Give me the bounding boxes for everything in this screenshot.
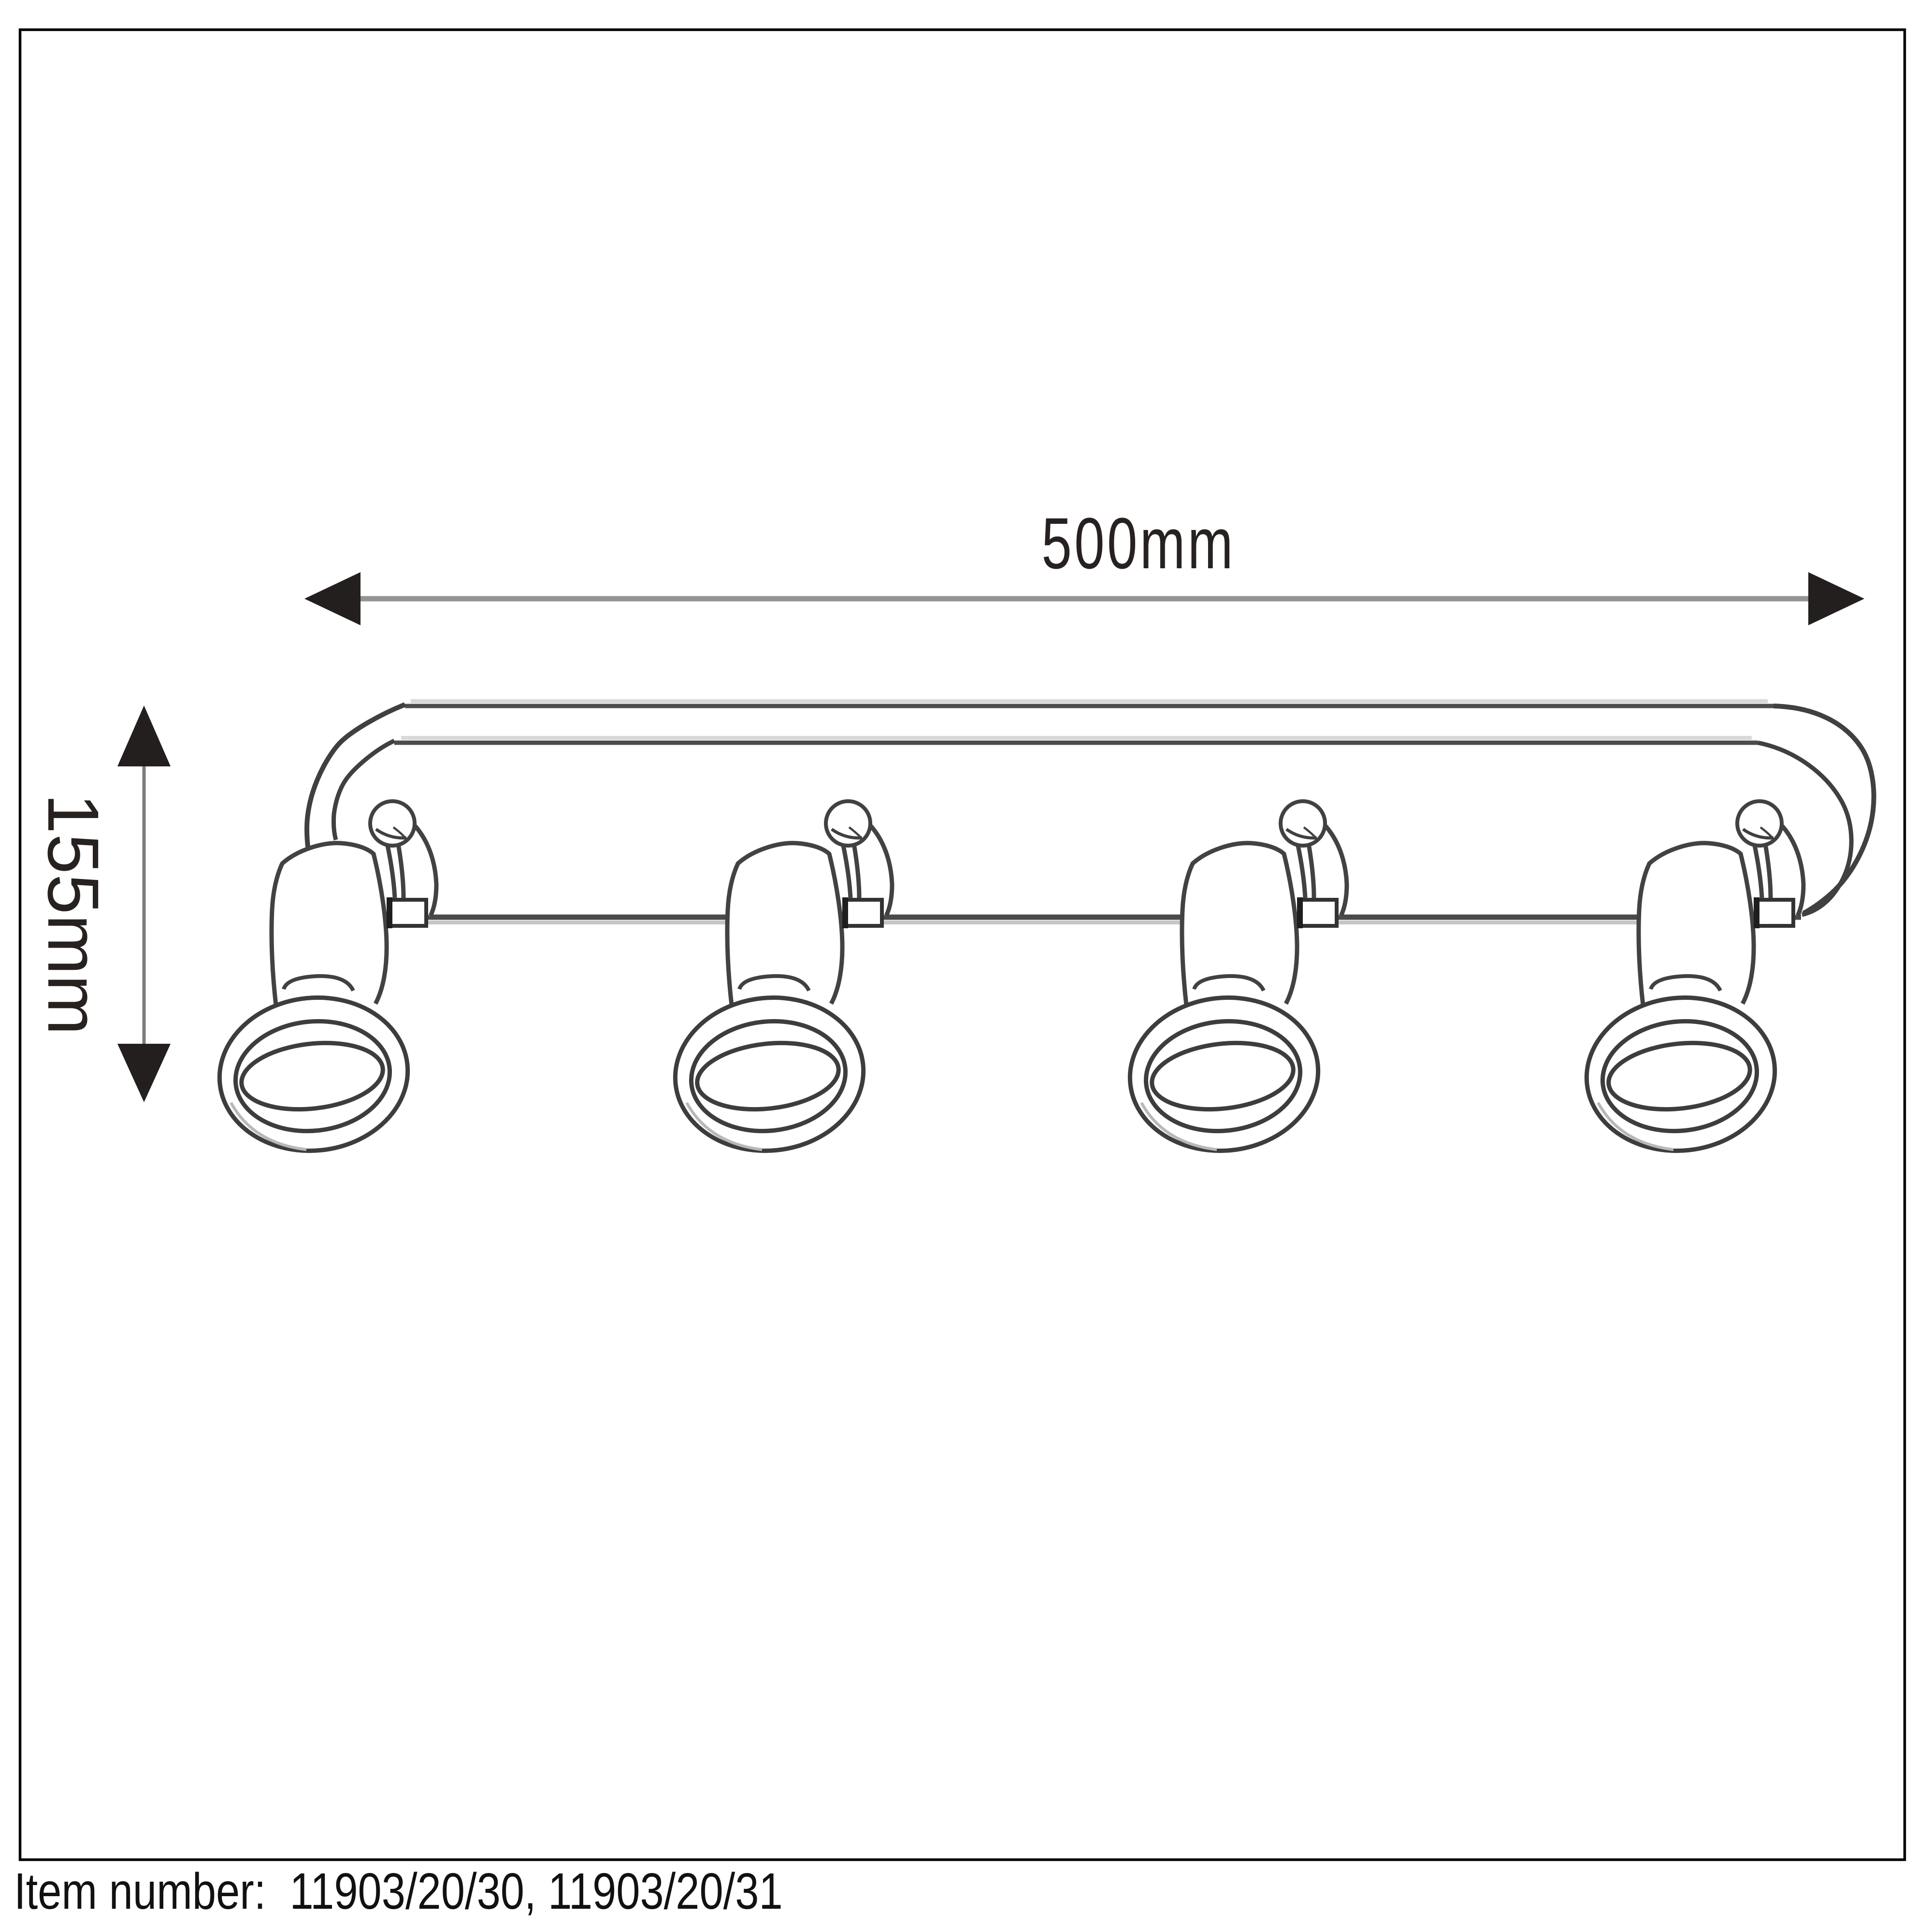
svg-text:Item number: 11903/20/30, 119: Item number: 11903/20/30, 11903/20/31 — [14, 1862, 783, 1919]
svg-text:500mm: 500mm — [1041, 503, 1235, 584]
svg-text:155mm: 155mm — [33, 793, 114, 1035]
